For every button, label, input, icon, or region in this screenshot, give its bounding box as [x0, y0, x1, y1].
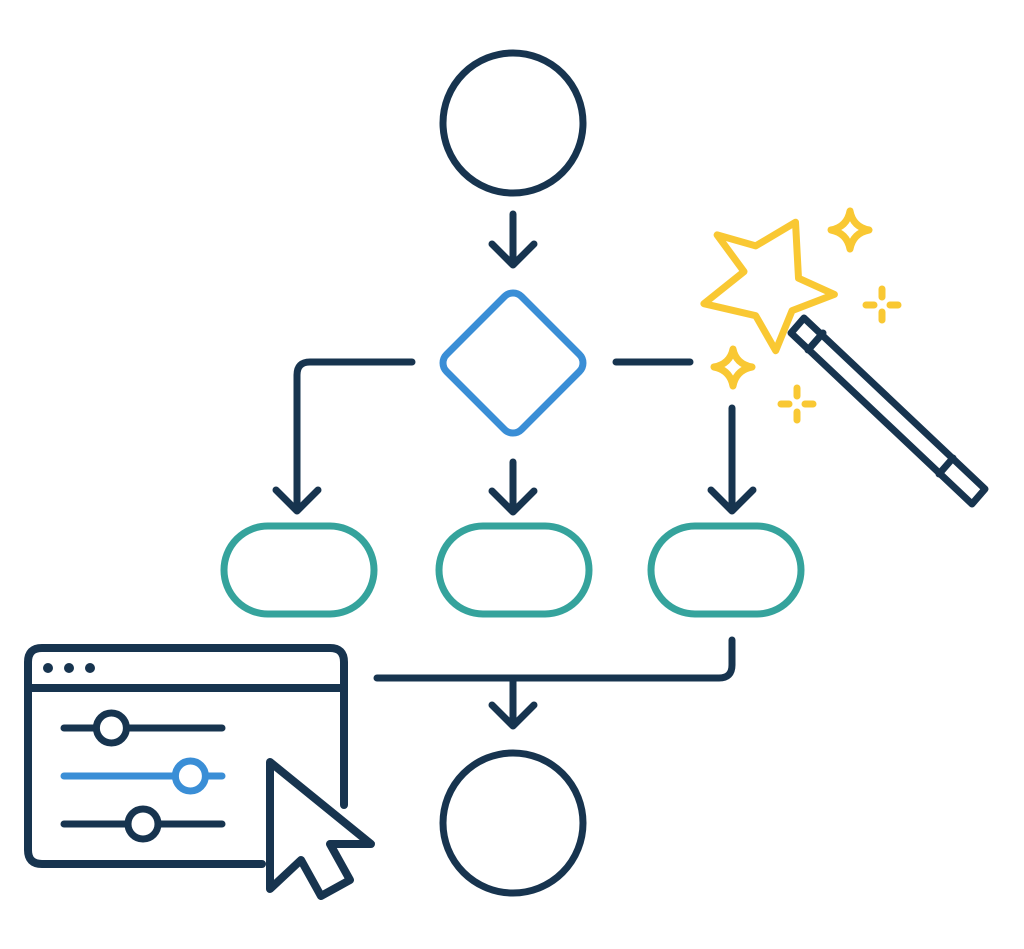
connector-right-to-end — [373, 636, 736, 730]
decision-node — [439, 289, 587, 437]
sparkle-icon — [862, 285, 902, 324]
connector-decision-to-left — [272, 358, 416, 515]
slider-handle — [92, 709, 130, 747]
window-dot — [64, 663, 74, 673]
process-node-right — [647, 522, 805, 618]
window-dots — [43, 663, 95, 673]
settings-window-icon — [24, 644, 348, 868]
process-node-left — [220, 522, 378, 618]
connector-decision-to-right — [612, 358, 757, 515]
window-dot — [85, 663, 95, 673]
magic-wand-icon — [700, 207, 989, 508]
cursor-arrow-icon — [266, 758, 375, 900]
wand-star — [700, 218, 838, 355]
sparkle-icon — [827, 207, 873, 253]
slider-control — [60, 709, 226, 747]
window-dot — [43, 663, 53, 673]
end-node — [439, 749, 587, 897]
connector-decision-to-middle — [488, 458, 538, 516]
slider-list — [60, 709, 226, 843]
window-frame — [24, 644, 348, 868]
slider-control — [60, 757, 226, 795]
sparkle-icon — [777, 384, 817, 424]
connector-start-to-decision — [488, 210, 538, 269]
sparkle-icon — [710, 345, 756, 390]
slider-handle — [124, 805, 162, 843]
slider-control — [60, 805, 226, 843]
wand-stick — [787, 314, 989, 508]
process-node-middle — [435, 522, 593, 618]
slider-handle — [171, 757, 209, 795]
start-node — [439, 49, 587, 197]
